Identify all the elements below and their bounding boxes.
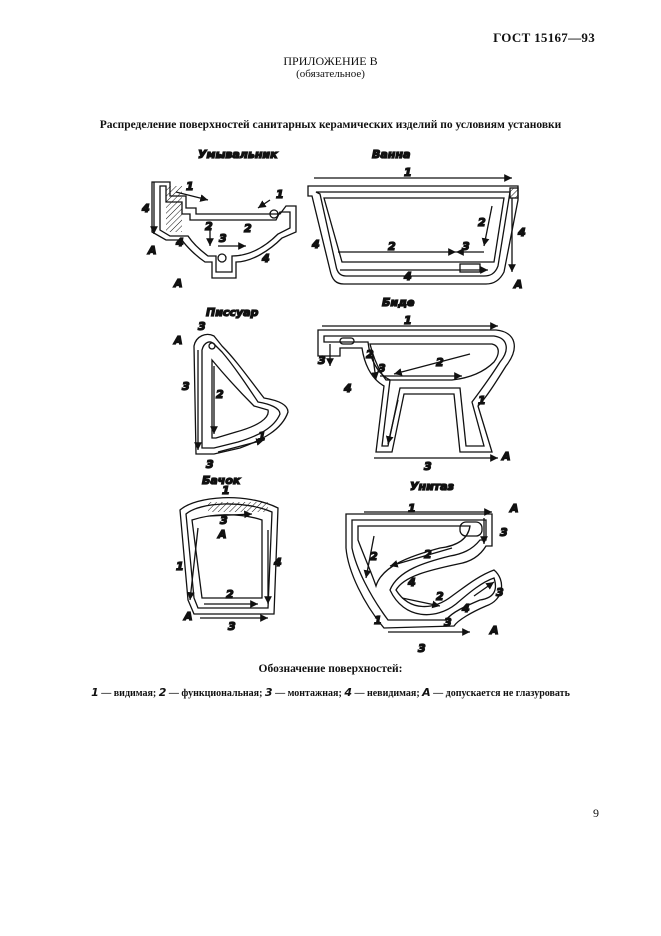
washbasin-label-3: 3 [219, 232, 227, 245]
urinal-label-3b: 3 [182, 380, 190, 393]
legend-text: 1 — видимая; 2 — функциональная; 3 — мон… [91, 686, 570, 699]
legend-num-3: 3 [264, 686, 273, 699]
bath-label-4b: 4 [403, 270, 412, 283]
toilet-label-a: А [509, 502, 519, 515]
cistern-label-a: А [217, 528, 227, 541]
bath-label-3: 3 [462, 240, 470, 253]
bidet-label-3b: 3 [378, 362, 386, 375]
toilet-label-4b: 4 [461, 602, 470, 615]
washbasin-label-1: 1 [186, 180, 194, 193]
legend-heading: Обозначение поверхностей: [258, 663, 403, 675]
toilet-label-4: 4 [407, 576, 416, 589]
appendix-title: ПРИЛОЖЕНИЕ В [283, 54, 378, 68]
figure-title: Распределение поверхностей санитарных ке… [99, 119, 562, 131]
cistern-label-a2: А [183, 610, 193, 623]
bath-drawing: Ванна 1 2 2 3 4 4 4 А [307, 147, 526, 292]
cistern-label-4: 4 [273, 556, 282, 569]
bath-label-a: А [513, 278, 523, 291]
urinal-drawing: Писсуар 3 А 3 2 1 3 [172, 305, 289, 472]
bath-caption: Ванна [372, 148, 410, 161]
urinal-label-2: 2 [216, 388, 224, 401]
bath-label-2b: 2 [388, 240, 396, 253]
washbasin-label-a: А [147, 244, 157, 257]
toilet-label-3: 3 [500, 526, 508, 539]
bath-label-1: 1 [404, 166, 412, 179]
toilet-label-3c: 3 [444, 616, 452, 629]
washbasin-drawing: Умывальник 1 1 4 2 2 3 4 4 А А [140, 147, 297, 291]
toilet-label-a2: А [489, 624, 499, 637]
toilet-label-1: 1 [408, 502, 416, 515]
urinal-label-a: А [173, 334, 183, 347]
washbasin-label-2b: 2 [244, 222, 252, 235]
bidet-label-3: 3 [318, 354, 326, 367]
bidet-caption: Биде [382, 296, 415, 309]
urinal-label-3: 3 [198, 320, 206, 333]
cistern-label-2: 2 [226, 588, 234, 601]
urinal-caption: Писсуар [206, 306, 259, 319]
washbasin-label-2: 2 [205, 220, 213, 233]
cistern-label-1b: 1 [176, 560, 184, 573]
washbasin-label-a2: А [173, 277, 183, 290]
legend-text-2: функциональная [181, 688, 260, 699]
toilet-drawing: Унитаз 1 А 3 2 2 4 2 3 4 1 3 А 3 [345, 479, 519, 656]
page-number: 9 [593, 806, 599, 820]
washbasin-caption: Умывальник [198, 148, 278, 161]
legend-text-1: видимая [113, 688, 153, 699]
bidet-drawing: Биде 1 3 2 2 3 4 1 3 А [317, 295, 515, 474]
legend-num-2: 2 [158, 686, 167, 699]
washbasin-label-4b: 4 [175, 236, 184, 249]
washbasin-label-4c: 4 [261, 252, 270, 265]
legend-text-3: монтажная [287, 688, 339, 699]
toilet-label-2c: 2 [436, 590, 444, 603]
bidet-label-2b: 2 [436, 356, 444, 369]
urinal-label-3c: 3 [206, 458, 214, 471]
legend-num-4: 4 [344, 686, 352, 699]
bath-label-2: 2 [478, 216, 486, 229]
toilet-label-3b: 3 [496, 586, 504, 599]
cistern-label-3: 3 [220, 514, 228, 527]
toilet-label-1b: 1 [374, 614, 382, 627]
bidet-label-1: 1 [404, 314, 412, 327]
bidet-label-1b: 1 [478, 394, 486, 407]
bidet-label-a: А [501, 450, 511, 463]
cistern-label-3b: 3 [228, 620, 236, 633]
toilet-label-3d: 3 [418, 642, 426, 655]
bath-label-4: 4 [311, 238, 320, 251]
toilet-label-2b: 2 [424, 548, 432, 561]
bidet-label-4: 4 [343, 382, 352, 395]
legend-num-1: 1 [91, 686, 99, 699]
cistern-caption: Бачок [202, 474, 241, 487]
cistern-drawing: Бачок 1 3 А 1 4 2 А 3 [175, 473, 282, 633]
bidet-label-3c: 3 [424, 460, 432, 473]
washbasin-label-1b: 1 [276, 188, 284, 201]
cistern-label-1: 1 [222, 484, 230, 497]
bidet-label-2: 2 [366, 348, 374, 361]
legend-text-a: допускается не глазуровать [445, 688, 570, 699]
bath-label-4c: 4 [517, 226, 526, 239]
toilet-caption: Унитаз [410, 480, 454, 493]
appendix-subtitle: (обязательное) [296, 68, 365, 80]
standard-number: ГОСТ 15167—93 [493, 30, 595, 45]
toilet-label-2: 2 [370, 550, 378, 563]
washbasin-label-4: 4 [141, 202, 150, 215]
appendix-heading: ПРИЛОЖЕНИЕ В (обязательное) [0, 55, 661, 81]
legend-text-4: невидимая [366, 688, 417, 699]
urinal-label-1: 1 [258, 430, 266, 443]
legend-num-a: А [422, 686, 431, 699]
